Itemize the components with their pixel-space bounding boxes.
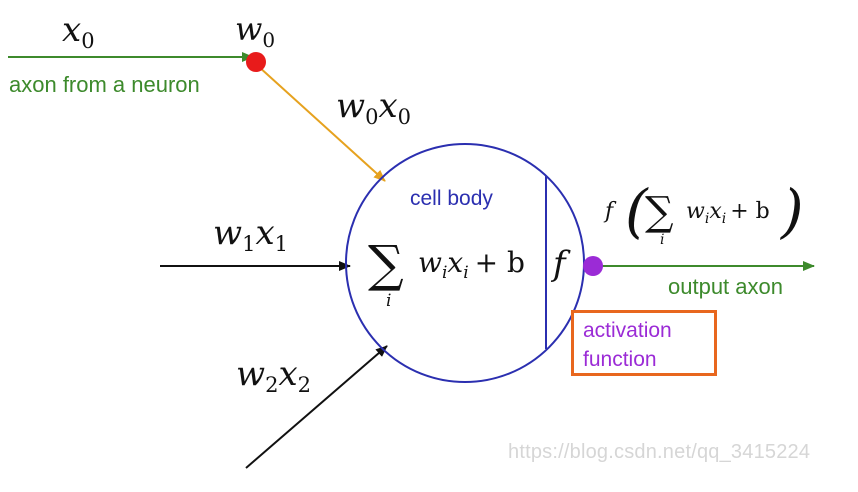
w0x0-edge-arrow <box>257 65 386 182</box>
w0-label: w0 <box>235 10 275 52</box>
activation-function-label-line2: function <box>583 348 657 371</box>
w0x0-label: w0x0 <box>336 86 411 129</box>
x0-label: x0 <box>62 10 95 53</box>
output-index: i <box>660 232 664 248</box>
w2x2-label: w2x2 <box>236 354 311 397</box>
output-f: f <box>603 199 617 224</box>
cell-body-label: cell body <box>410 187 493 210</box>
sum-expression: ∑ i wixi+ b <box>368 235 525 311</box>
w1x1-label: w1x1 <box>213 213 288 256</box>
watermark-text: https://blog.csdn.net/qq_3415224 <box>508 441 811 463</box>
sum-sigma: ∑ <box>368 235 404 293</box>
activation-symbol: f <box>550 244 571 284</box>
output-dot <box>583 256 603 276</box>
output-axon-label: output axon <box>668 274 783 299</box>
activation-function-box: activation function <box>571 310 717 376</box>
sum-terms: wixi+ b <box>418 246 525 283</box>
w2x2-edge-arrow <box>245 345 388 469</box>
sum-index: i <box>386 291 391 311</box>
axon-from-neuron-label: axon from a neuron <box>9 72 200 97</box>
output-lparen: ( <box>625 177 649 245</box>
synapse-dot <box>246 52 266 72</box>
activation-function-label-line1: activation <box>583 319 672 342</box>
output-rparen: ) <box>779 177 804 245</box>
output-expression: f ( ∑ i wixi+ b ) <box>603 177 804 248</box>
output-terms: wixi+ b <box>686 199 770 227</box>
output-sigma: ∑ <box>645 189 674 235</box>
